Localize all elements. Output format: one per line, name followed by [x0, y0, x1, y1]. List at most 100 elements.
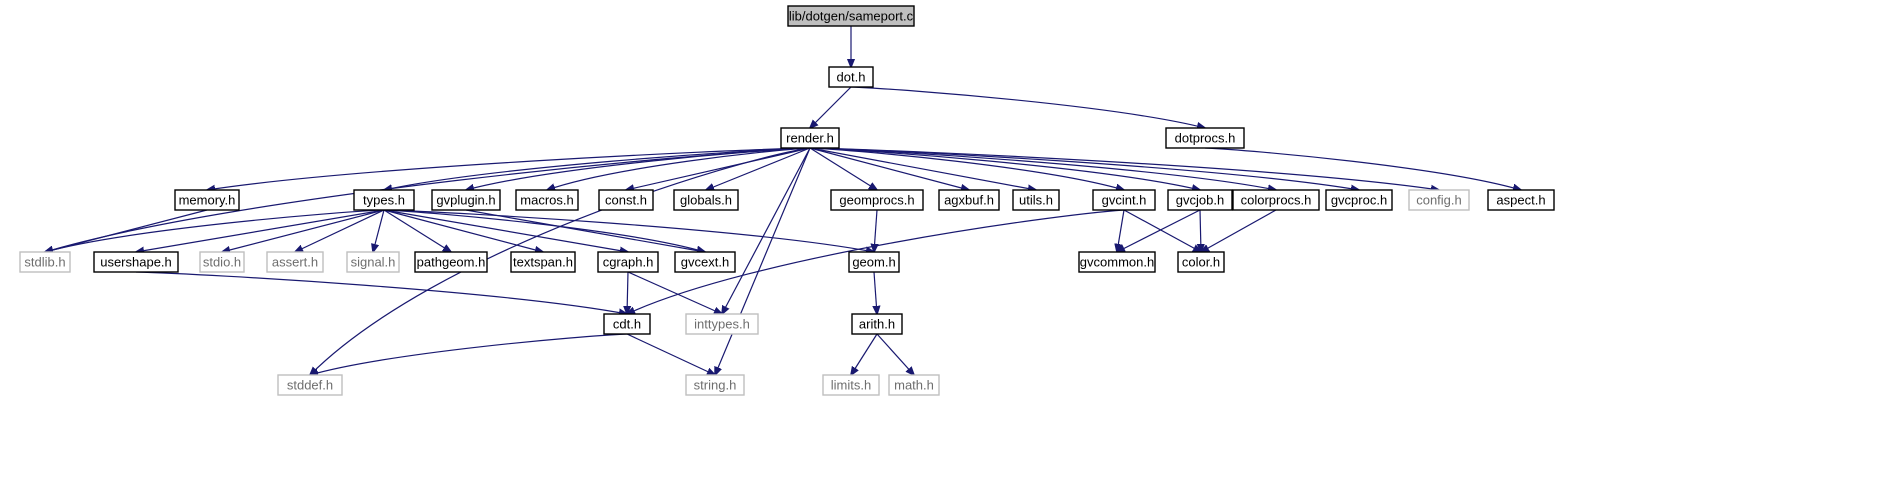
node-globals[interactable]: globals.h: [673, 189, 739, 211]
node-gvcproc-label: gvcproc.h: [1331, 193, 1387, 208]
node-memory[interactable]: memory.h: [174, 189, 240, 211]
node-const[interactable]: const.h: [598, 189, 654, 211]
node-config-label: config.h: [1416, 193, 1462, 208]
node-stddef-label: stddef.h: [287, 378, 333, 393]
node-gvcommon[interactable]: gvcommon.h: [1078, 251, 1156, 273]
node-gvcjob[interactable]: gvcjob.h: [1167, 189, 1233, 211]
edge-layer: [45, 26, 1521, 375]
edge-types-to-geom: [383, 209, 874, 252]
edge-types-to-textspan: [383, 209, 543, 252]
node-types[interactable]: types.h: [353, 189, 415, 211]
node-signal-label: signal.h: [351, 255, 396, 270]
node-cdt-box: [603, 313, 651, 335]
node-const-box: [598, 189, 654, 211]
edge-usershape-to-cdt: [135, 271, 627, 314]
edge-render-to-globals: [706, 147, 811, 190]
node-gvcproc[interactable]: gvcproc.h: [1325, 189, 1393, 211]
node-colorprocs-box: [1232, 189, 1320, 211]
node-sameport-label: lib/dotgen/sameport.c: [789, 9, 914, 24]
node-stdlib-box: [19, 251, 71, 273]
node-gvcjob-box: [1167, 189, 1233, 211]
edge-render-to-config: [809, 147, 1439, 190]
edge-types-to-assert: [295, 209, 385, 252]
node-math-box: [888, 374, 940, 396]
node-gvcext[interactable]: gvcext.h: [674, 251, 736, 273]
node-usershape-label: usershape.h: [100, 255, 172, 270]
node-cgraph[interactable]: cgraph.h: [597, 251, 659, 273]
node-geom[interactable]: geom.h: [848, 251, 900, 273]
edge-gvplugin-to-gvcext: [465, 209, 705, 252]
node-macros[interactable]: macros.h: [515, 189, 579, 211]
node-textspan-box: [510, 251, 576, 273]
node-gvcommon-label: gvcommon.h: [1080, 255, 1154, 270]
node-gvcjob-label: gvcjob.h: [1176, 193, 1224, 208]
node-render[interactable]: render.h: [780, 127, 840, 149]
node-color-box: [1177, 251, 1225, 273]
node-memory-box: [174, 189, 240, 211]
edge-types-to-stdio: [222, 209, 385, 252]
edge-render-to-agxbuf: [809, 147, 969, 190]
node-globals-box: [673, 189, 739, 211]
node-gvcext-box: [674, 251, 736, 273]
node-geom-box: [848, 251, 900, 273]
node-stdio-box: [199, 251, 245, 273]
node-geomprocs-label: geomprocs.h: [839, 193, 914, 208]
node-dotprocs[interactable]: dotprocs.h: [1165, 127, 1245, 149]
node-usershape[interactable]: usershape.h: [93, 251, 179, 273]
node-color[interactable]: color.h: [1177, 251, 1225, 273]
node-utils[interactable]: utils.h: [1012, 189, 1060, 211]
node-macros-label: macros.h: [520, 193, 573, 208]
node-render-box: [780, 127, 840, 149]
edge-types-to-cgraph: [383, 209, 628, 252]
node-arith-box: [851, 313, 903, 335]
node-inttypes-box: [685, 313, 759, 335]
node-dot-label: dot.h: [837, 70, 866, 85]
node-agxbuf-box: [938, 189, 1000, 211]
node-sameport[interactable]: lib/dotgen/sameport.c: [787, 5, 915, 27]
node-gvplugin[interactable]: gvplugin.h: [431, 189, 501, 211]
node-math: math.h: [888, 374, 940, 396]
node-utils-label: utils.h: [1019, 193, 1053, 208]
edge-render-to-inttypes: [722, 147, 811, 314]
node-assert-box: [266, 251, 324, 273]
node-render-label: render.h: [786, 131, 834, 146]
node-dot-box: [828, 66, 874, 88]
edge-arith-to-limits: [851, 333, 878, 375]
node-aspect[interactable]: aspect.h: [1487, 189, 1555, 211]
node-inttypes-label: inttypes.h: [694, 317, 750, 332]
node-gvcint-box: [1092, 189, 1156, 211]
node-limits-box: [822, 374, 880, 396]
edge-types-to-gvcext: [383, 209, 705, 252]
node-pathgeom[interactable]: pathgeom.h: [414, 251, 488, 273]
edge-cdt-to-stddef: [310, 333, 628, 375]
node-color-label: color.h: [1182, 255, 1220, 270]
node-dot[interactable]: dot.h: [828, 66, 874, 88]
node-arith[interactable]: arith.h: [851, 313, 903, 335]
node-stdio-label: stdio.h: [203, 255, 241, 270]
node-colorprocs[interactable]: colorprocs.h: [1232, 189, 1320, 211]
node-gvcommon-box: [1078, 251, 1156, 273]
node-stdio: stdio.h: [199, 251, 245, 273]
node-agxbuf-label: agxbuf.h: [944, 193, 994, 208]
node-inttypes: inttypes.h: [685, 313, 759, 335]
node-utils-box: [1012, 189, 1060, 211]
node-geom-label: geom.h: [852, 255, 895, 270]
node-textspan[interactable]: textspan.h: [510, 251, 576, 273]
edge-dot-to-dotprocs: [850, 86, 1205, 128]
edge-gvcint-to-gvcommon: [1117, 209, 1125, 252]
node-signal: signal.h: [346, 251, 400, 273]
node-arith-label: arith.h: [859, 317, 895, 332]
node-cdt[interactable]: cdt.h: [603, 313, 651, 335]
edge-types-to-stdlib: [45, 209, 385, 252]
node-gvcint[interactable]: gvcint.h: [1092, 189, 1156, 211]
node-string-box: [685, 374, 745, 396]
node-textspan-label: textspan.h: [513, 255, 573, 270]
node-cgraph-box: [597, 251, 659, 273]
node-geomprocs[interactable]: geomprocs.h: [830, 189, 924, 211]
node-agxbuf[interactable]: agxbuf.h: [938, 189, 1000, 211]
node-aspect-box: [1487, 189, 1555, 211]
edge-types-to-pathgeom: [383, 209, 451, 252]
edge-render-to-stdlib: [45, 147, 811, 252]
edge-render-to-geomprocs: [809, 147, 877, 190]
